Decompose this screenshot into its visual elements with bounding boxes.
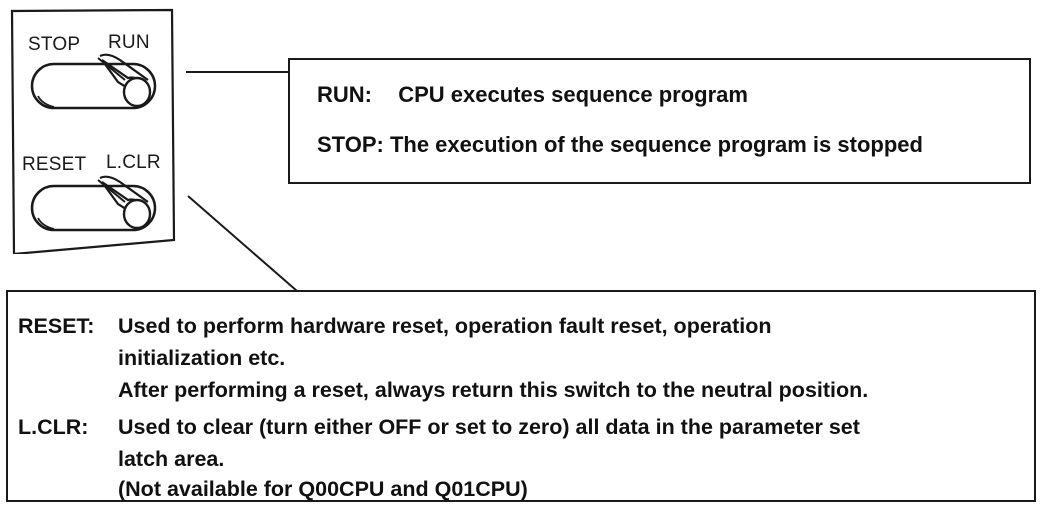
stop-key: STOP: [317,132,384,157]
lclr-line-2: latch area. [118,447,225,471]
reset-label: RESET [22,154,87,175]
reset-key: RESET: [18,314,95,338]
reset-line-2: initialization etc. [118,346,286,370]
lclr-label: L.CLR [106,152,161,173]
lclr-key: L.CLR: [18,415,89,439]
lclr-line-1: Used to clear (turn either OFF or set to… [118,415,860,439]
stop-description: STOP: The execution of the sequence prog… [317,132,923,158]
run-text: CPU executes sequence program [398,82,748,107]
switch-panel-drawing [10,8,176,254]
run-stop-description-box: RUN: CPU executes sequence program STOP:… [288,58,1031,184]
stop-text: The execution of the sequence program is… [389,132,923,157]
switch-panel: STOP RUN RESET L.CLR [8,8,176,254]
run-description: RUN: CPU executes sequence program [317,82,748,108]
stop-label: STOP [28,34,81,55]
reset-line-1: Used to perform hardware reset, operatio… [118,314,772,338]
reset-lclr-description-box: RESET: Used to perform hardware reset, o… [6,290,1036,502]
reset-line-3: After performing a reset, always return … [118,378,869,402]
run-key: RUN: [317,82,372,107]
reset-lclr-connector [187,195,298,292]
reset-lclr-switch-icon[interactable] [30,175,157,232]
run-stop-switch-icon[interactable] [30,53,157,110]
run-label: RUN [108,32,150,53]
lclr-line-3: (Not available for Q00CPU and Q01CPU) [118,477,528,501]
